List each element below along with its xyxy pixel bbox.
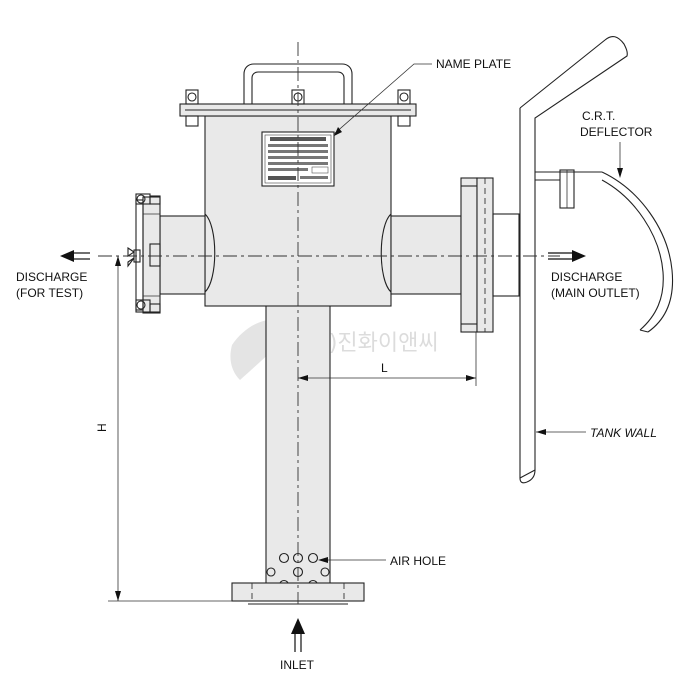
inlet-label: INLET: [280, 658, 315, 672]
crt-deflector: [535, 169, 674, 333]
air-hole-3: [307, 552, 319, 564]
air-hole-4: [266, 567, 276, 577]
tank-wall-label: TANK WALL: [590, 426, 657, 440]
crt-label-line1: C.R.T.: [582, 109, 615, 123]
watermark: (주)진화이앤씨: [230, 319, 439, 380]
discharge-right-arrow: [548, 250, 586, 262]
discharge-main-label-2: (MAIN OUTLET): [551, 286, 640, 300]
air-hole-label: AIR HOLE: [390, 554, 446, 568]
discharge-left-arrow: [60, 250, 90, 262]
crt-label-line2: DEFLECTOR: [580, 125, 653, 139]
tank-wall: [519, 35, 628, 484]
name-plate-label: NAME PLATE: [436, 57, 511, 71]
air-hole-1: [278, 552, 290, 564]
discharge-main-label-1: DISCHARGE: [551, 270, 622, 284]
dimension-l-label: L: [381, 361, 388, 375]
discharge-test-label-1: DISCHARGE: [16, 270, 87, 284]
inlet-arrow: [291, 618, 305, 652]
dimension-h: [108, 256, 232, 602]
air-hole-6: [320, 567, 330, 577]
dimension-l: [298, 332, 477, 386]
discharge-test-label-2: (FOR TEST): [16, 286, 83, 300]
main-outlet: [390, 177, 520, 333]
test-outlet: [127, 193, 206, 314]
dimension-h-label: H: [95, 423, 109, 432]
leader-lines: [318, 63, 623, 563]
